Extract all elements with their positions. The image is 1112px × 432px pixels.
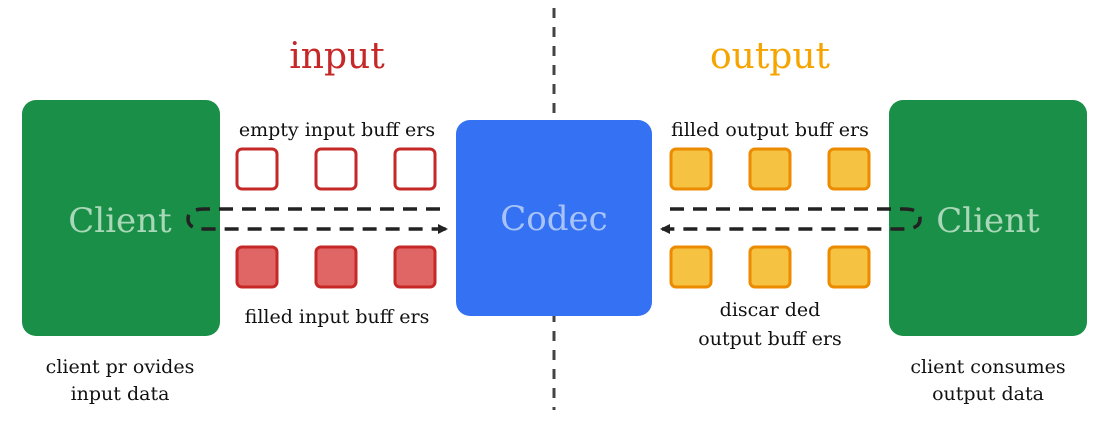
input-heading: input — [289, 36, 385, 77]
client-right-label: Client — [936, 201, 1040, 241]
right-caption-line-1: client consumes — [910, 356, 1065, 378]
output-flow-arrow — [660, 207, 922, 234]
discarded-output-buffers-label-2: output buff ers — [698, 328, 841, 350]
empty-input-buffer — [393, 147, 437, 191]
left-caption-line-2: input data — [71, 383, 170, 405]
output-heading: output — [710, 36, 831, 77]
empty-input-buffer — [314, 147, 358, 191]
right-caption-line-2: output data — [932, 383, 1044, 405]
client-left-box — [22, 100, 220, 336]
filled-output-buffer — [669, 147, 713, 191]
filled-output-buffer — [748, 147, 792, 191]
filled-input-buffers-label: filled input buff ers — [245, 306, 430, 328]
discarded-output-buffer — [748, 245, 792, 289]
discarded-output-buffer — [827, 245, 871, 289]
discarded-output-buffer — [669, 245, 713, 289]
input-flow-arrow — [186, 207, 448, 234]
filled-input-buffer — [314, 245, 358, 289]
codec-label: Codec — [500, 199, 607, 239]
codec-box — [456, 120, 652, 316]
filled-output-buffer — [827, 147, 871, 191]
filled-input-buffer — [235, 245, 279, 289]
discarded-output-buffers-label-1: discar ded — [720, 299, 821, 321]
left-caption-line-1: client pr ovides — [46, 356, 195, 378]
empty-input-buffers-label: empty input buff ers — [239, 119, 435, 141]
filled-input-buffer — [393, 245, 437, 289]
filled-output-buffers-label: filled output buff ers — [671, 119, 869, 141]
client-left-label: Client — [68, 201, 172, 241]
empty-input-buffer — [235, 147, 279, 191]
client-right-box — [889, 100, 1087, 336]
